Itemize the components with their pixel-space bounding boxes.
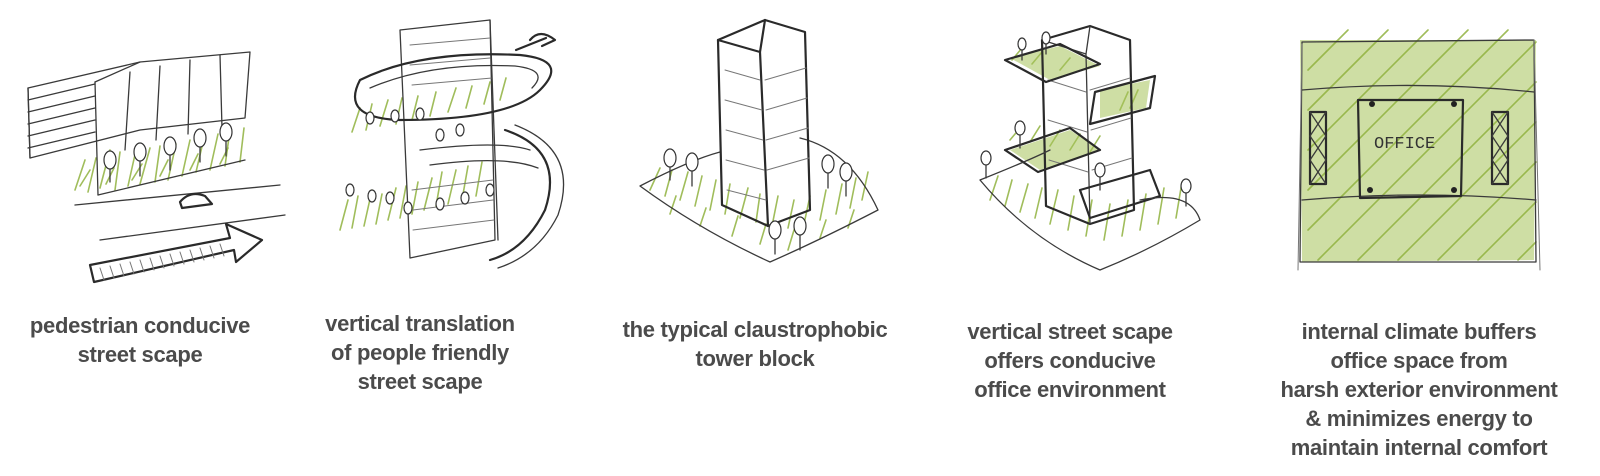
- office-plan-sketch: OFFICE: [1297, 29, 1541, 271]
- street-trees: [103, 122, 233, 183]
- buffer-hatch: [1300, 29, 1537, 262]
- panel-climate-buffer: OFFICE internal climate buffers office s…: [1278, 0, 1600, 476]
- plan-outline: [1297, 39, 1541, 271]
- caption-pedestrian: pedestrian conducive street scape: [29, 313, 251, 367]
- side-cores: [1308, 110, 1510, 186]
- tower: [399, 19, 499, 259]
- street-scape-sketch: [27, 51, 286, 284]
- caption-vertical-street: vertical street scape offers conducive o…: [967, 319, 1173, 402]
- greenery-hatch: [989, 46, 1183, 241]
- garden-trees: [980, 31, 1192, 207]
- sky-gardens: [979, 42, 1201, 271]
- greenery-hatch: [74, 127, 245, 193]
- caption-climate-buffer: internal climate buffers office space fr…: [1280, 319, 1558, 460]
- tower-block-sketch: [639, 18, 879, 263]
- ramp-trees: [345, 107, 495, 215]
- spiral-street-tower-sketch: [339, 19, 565, 269]
- movement-arrow: [88, 222, 264, 284]
- caption-typical-tower: the typical claustrophobic tower block: [622, 317, 888, 371]
- vertical-street-scape-sketch: [979, 24, 1201, 271]
- panel-vertical-street: vertical street scape offers conducive o…: [950, 0, 1250, 476]
- panel-vertical-translation: vertical translation of people friendly …: [300, 0, 600, 476]
- greenery-hatch: [649, 167, 869, 251]
- site-trees: [663, 148, 853, 255]
- caption-vertical-translation: vertical translation of people friendly …: [325, 311, 515, 394]
- office-label: OFFICE: [1374, 135, 1435, 154]
- spiral-ramp: [354, 32, 565, 269]
- panel-pedestrian: pedestrian conducive street scape: [0, 0, 300, 476]
- greenery-hatch: [339, 77, 507, 231]
- panel-typical-tower: the typical claustrophobic tower block: [610, 0, 910, 476]
- office-core: OFFICE: [1356, 98, 1465, 200]
- tower-block: [716, 18, 812, 228]
- stacked-tower: [1040, 24, 1136, 226]
- building: [27, 51, 251, 196]
- road: [74, 184, 286, 241]
